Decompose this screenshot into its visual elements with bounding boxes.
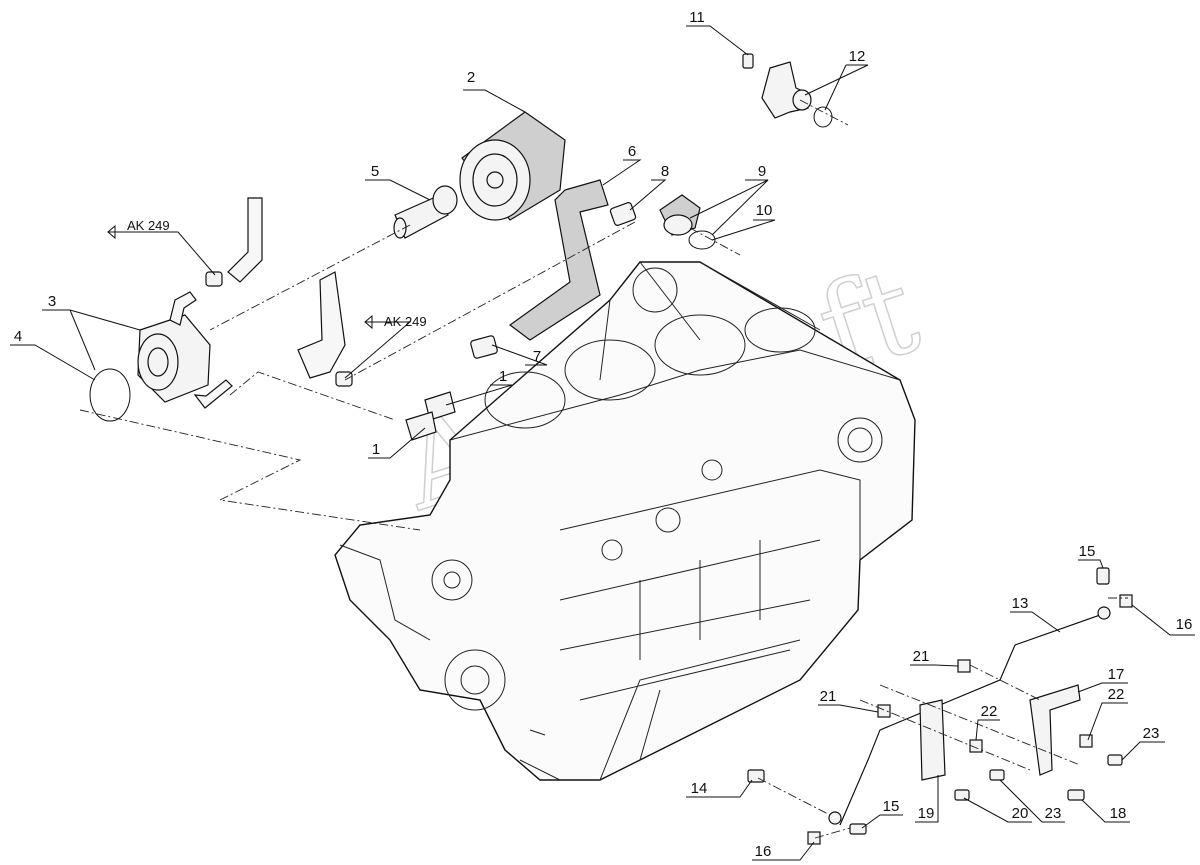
clamp-7	[470, 335, 498, 359]
callout-14: 14	[691, 780, 708, 797]
bolt-23a	[989, 769, 1005, 781]
oil-filter	[459, 111, 566, 221]
callout-13: 13	[1012, 595, 1029, 612]
bracket-19	[919, 699, 946, 781]
callout-11: 11	[689, 9, 705, 26]
screw-11	[742, 53, 754, 69]
hose	[508, 179, 609, 341]
clip-16a	[1119, 594, 1133, 608]
callout-1b: 1	[372, 441, 380, 458]
engine-block	[334, 261, 916, 781]
reference-ak-249-b: AK 249	[384, 314, 427, 329]
callout-5: 5	[371, 163, 379, 180]
gasket-4	[89, 368, 131, 422]
clip-21b	[877, 704, 891, 718]
callout-21b: 21	[820, 688, 837, 705]
filter-fitting	[393, 185, 458, 239]
bolt-18	[1067, 789, 1085, 801]
callout-3: 3	[48, 293, 56, 310]
callout-9: 9	[758, 163, 766, 180]
bracket-17	[1029, 684, 1081, 776]
bolt-20	[954, 789, 970, 801]
clip-22b	[1079, 734, 1093, 748]
callout-16b: 16	[755, 843, 772, 860]
callout-6: 6	[628, 143, 636, 160]
callout-7: 7	[533, 348, 541, 365]
filler-cap	[659, 194, 701, 236]
clamp-8	[609, 202, 637, 226]
callout-10: 10	[756, 202, 773, 219]
callout-12: 12	[849, 48, 866, 65]
clip-21a	[957, 659, 971, 673]
callout-21a: 21	[913, 648, 930, 665]
reference-ak-249-a: AK 249	[127, 218, 170, 233]
o-ring-10	[688, 230, 716, 250]
callout-23b: 23	[1045, 805, 1062, 822]
ref-arrows	[107, 224, 373, 330]
callouts: 2 5 6 8 9 10 11 12 7 1 1 3 4 13 15 16 21…	[14, 9, 1193, 860]
callout-22a: 22	[1108, 686, 1125, 703]
sensor	[761, 61, 812, 119]
callout-23a: 23	[1143, 725, 1160, 742]
o-ring-12	[813, 106, 833, 128]
callout-15a: 15	[1079, 543, 1096, 560]
callout-1a: 1	[499, 368, 507, 385]
callout-15b: 15	[883, 798, 900, 815]
leader-lines	[10, 25, 1195, 861]
callout-16a: 16	[1176, 616, 1193, 633]
bolt-15a	[1096, 567, 1110, 585]
fittings-1	[405, 391, 456, 441]
callout-8: 8	[661, 163, 669, 180]
coolant-hose-upper	[205, 197, 263, 287]
callout-2: 2	[467, 69, 475, 86]
callout-20: 20	[1012, 805, 1029, 822]
oil-cooler	[137, 291, 233, 409]
clip-16b	[807, 831, 821, 845]
coolant-hose-middle	[297, 271, 353, 387]
callout-19: 19	[918, 805, 935, 822]
callout-18: 18	[1110, 805, 1127, 822]
bolt-23b	[1107, 754, 1123, 766]
callout-17: 17	[1108, 666, 1125, 683]
callout-22b: 22	[981, 703, 998, 720]
assembly-lines	[79, 99, 1128, 839]
callout-4: 4	[14, 328, 22, 345]
bolt-15b	[849, 823, 867, 835]
